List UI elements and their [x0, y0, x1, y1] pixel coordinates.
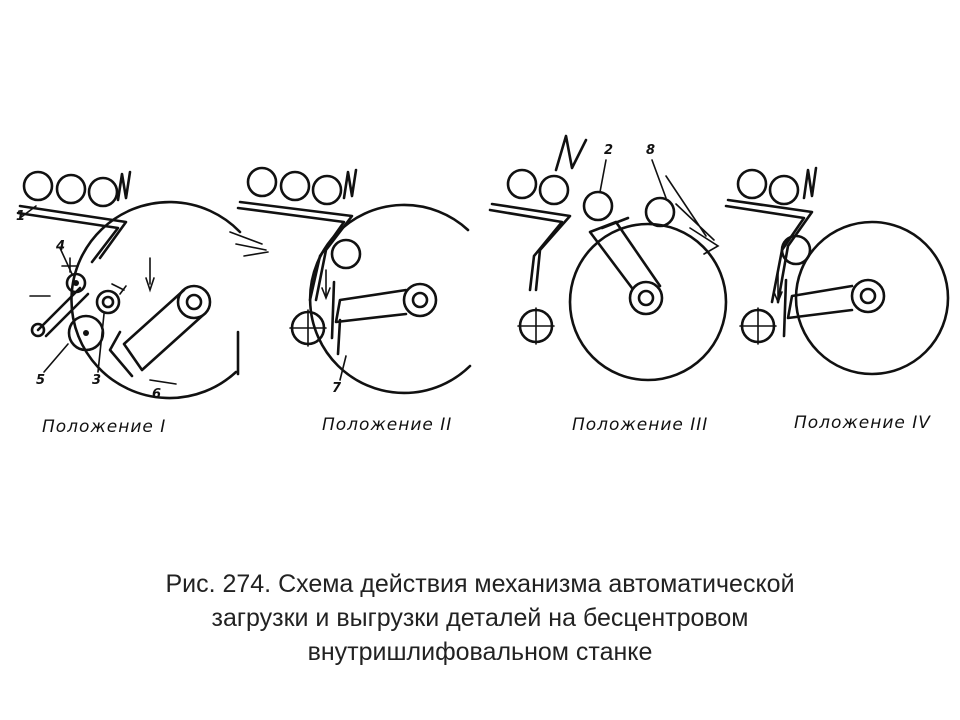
part-number-1: 1: [16, 209, 25, 224]
position-1-scheme: 1 4 5 3 6 Положение I: [16, 170, 269, 437]
position-3-label: Положение III: [572, 415, 708, 435]
part-number-5: 5: [36, 373, 45, 388]
position-3-scheme: 2 8 Положение III: [488, 134, 728, 435]
mechanism-diagram: 1 4 5 3 6 Положение I 7 Положение II: [16, 134, 950, 437]
caption-line-1: Рис. 274. Схема действия механизма автом…: [165, 570, 795, 598]
caption-line-2: загрузки и выгрузки деталей на бесцентро…: [211, 604, 749, 632]
figure-caption: Рис. 274. Схема действия механизма автом…: [40, 567, 920, 669]
part-number-2: 2: [604, 143, 613, 158]
position-4-scheme: Положение IV: [724, 166, 950, 433]
part-number-4: 4: [55, 239, 65, 254]
position-4-label: Положение IV: [794, 413, 931, 433]
caption-line-3: внутришлифовальном станке: [307, 638, 653, 666]
position-1-label: Положение I: [42, 417, 166, 437]
position-2-scheme: 7 Положение II: [236, 166, 472, 435]
part-number-8: 8: [646, 143, 655, 158]
part-number-7: 7: [332, 381, 342, 396]
part-number-6: 6: [152, 387, 161, 402]
part-number-3: 3: [92, 373, 101, 388]
position-2-label: Положение II: [322, 415, 452, 435]
